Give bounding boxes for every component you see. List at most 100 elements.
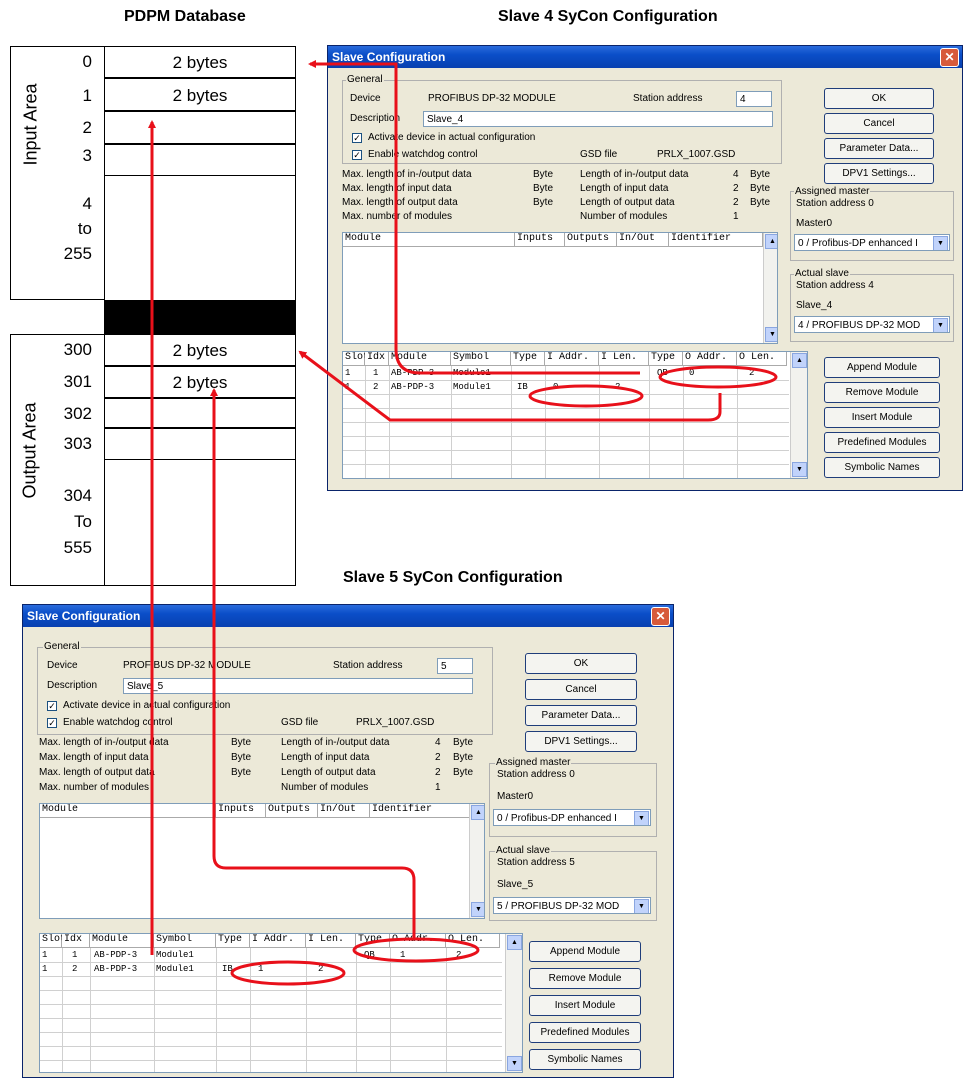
activate-label: Activate device in actual configuration	[368, 132, 536, 143]
col-header[interactable]: I Len.	[599, 352, 649, 366]
parameter-data-button[interactable]: Parameter Data...	[525, 705, 637, 726]
watchdog-label: Enable watchdog control	[368, 149, 478, 160]
col-header[interactable]: Type	[649, 352, 683, 366]
description-field[interactable]: Slave_5	[123, 678, 473, 694]
stat-unit: Byte	[750, 197, 771, 208]
symbolic-names-button[interactable]: Symbolic Names	[529, 1049, 641, 1070]
ok-button[interactable]: OK	[824, 88, 934, 109]
col-header[interactable]: O Len.	[446, 934, 500, 948]
remove-module-button[interactable]: Remove Module	[824, 382, 940, 403]
db-cell-1: 2 bytes	[104, 78, 296, 111]
scroll-down-icon[interactable]: ▼	[471, 902, 484, 917]
scroll-down-icon[interactable]: ▼	[507, 1056, 522, 1071]
col-header[interactable]: In/Out	[318, 804, 370, 818]
station-address-field[interactable]: 4	[736, 91, 772, 107]
activate-label: Activate device in actual configuration	[63, 700, 231, 711]
chevron-down-icon[interactable]: ▼	[933, 236, 948, 250]
scroll-down-icon[interactable]: ▼	[792, 462, 807, 477]
db-row-num-302: 302	[63, 404, 92, 423]
scroll-up-icon[interactable]: ▲	[507, 935, 522, 950]
col-header[interactable]: O Len.	[737, 352, 787, 366]
col-header[interactable]: Idx	[62, 934, 90, 948]
scrollbar[interactable]: ▲ ▼	[469, 804, 484, 918]
master-station: Station address 0	[796, 198, 874, 209]
stat-right: Number of modules	[580, 211, 668, 222]
col-header[interactable]: Type	[511, 352, 545, 366]
scroll-down-icon[interactable]: ▼	[765, 327, 777, 342]
col-header[interactable]: O Addr.	[683, 352, 737, 366]
col-header[interactable]: Outputs	[565, 233, 617, 247]
col-header[interactable]: Inputs	[515, 233, 565, 247]
cancel-button[interactable]: Cancel	[525, 679, 637, 700]
close-icon[interactable]: ✕	[651, 607, 670, 626]
module-table[interactable]: Module Inputs Outputs In/Out Identifier …	[342, 232, 778, 344]
col-header[interactable]: Slot	[343, 352, 369, 366]
col-header[interactable]: Identifier	[669, 233, 763, 247]
append-module-button[interactable]: Append Module	[529, 941, 641, 962]
col-header[interactable]: I Addr.	[545, 352, 599, 366]
module-table[interactable]: Module Inputs Outputs In/Out Identifier …	[39, 803, 485, 919]
stat-unit: Byte	[750, 169, 771, 180]
scrollbar[interactable]: ▲ ▼	[505, 934, 522, 1072]
col-header[interactable]: Idx	[365, 352, 389, 366]
insert-module-button[interactable]: Insert Module	[824, 407, 940, 428]
chevron-down-icon[interactable]: ▼	[634, 811, 649, 825]
remove-module-button[interactable]: Remove Module	[529, 968, 641, 989]
close-icon[interactable]: ✕	[940, 48, 959, 67]
predefined-modules-button[interactable]: Predefined Modules	[824, 432, 940, 453]
scroll-up-icon[interactable]: ▲	[792, 353, 807, 368]
col-header[interactable]: Slot	[40, 934, 66, 948]
db-cell-0: 2 bytes	[104, 46, 296, 78]
slave4-title: Slave Configuration	[332, 50, 446, 64]
scrollbar[interactable]: ▲ ▼	[763, 233, 777, 343]
slave-select[interactable]: 4 / PROFIBUS DP-32 MOD▼	[794, 316, 950, 333]
col-header[interactable]: Symbol	[154, 934, 216, 948]
col-header[interactable]: I Addr.	[250, 934, 306, 948]
cancel-button[interactable]: Cancel	[824, 113, 934, 134]
db-row-num-0: 0	[82, 52, 92, 71]
col-header[interactable]: I Len.	[306, 934, 356, 948]
col-header[interactable]: Module	[343, 233, 515, 247]
predefined-modules-button[interactable]: Predefined Modules	[529, 1022, 641, 1043]
master-select[interactable]: 0 / Profibus-DP enhanced I▼	[493, 809, 651, 826]
ok-button[interactable]: OK	[525, 653, 637, 674]
db-row-num-2: 2	[82, 118, 92, 137]
activate-checkbox[interactable]: ✓	[352, 133, 362, 143]
master-select-value: 0 / Profibus-DP enhanced I	[798, 238, 918, 249]
cell: 1	[72, 950, 78, 960]
slot-table[interactable]: Slot Idx Module Symbol Type I Addr. I Le…	[39, 933, 523, 1073]
stat-left: Max. number of modules	[39, 782, 150, 793]
chevron-down-icon[interactable]: ▼	[634, 899, 649, 913]
col-header[interactable]: In/Out	[617, 233, 669, 247]
description-field[interactable]: Slave_4	[423, 111, 773, 127]
dpv1-settings-button[interactable]: DPV1 Settings...	[824, 163, 934, 184]
col-header[interactable]: Module	[389, 352, 451, 366]
insert-module-button[interactable]: Insert Module	[529, 995, 641, 1016]
symbolic-names-button[interactable]: Symbolic Names	[824, 457, 940, 478]
col-header[interactable]: Symbol	[451, 352, 511, 366]
master-select[interactable]: 0 / Profibus-DP enhanced I ▼	[794, 234, 950, 251]
station-address-field[interactable]: 5	[437, 658, 473, 674]
watchdog-checkbox[interactable]: ✓	[47, 718, 57, 728]
db-separator	[104, 300, 296, 334]
append-module-button[interactable]: Append Module	[824, 357, 940, 378]
actual-slave-group	[489, 851, 657, 921]
activate-checkbox[interactable]: ✓	[47, 701, 57, 711]
stat-unit: Byte	[750, 183, 771, 194]
chevron-down-icon[interactable]: ▼	[933, 318, 948, 332]
description-label: Description	[350, 113, 401, 124]
col-header[interactable]: Inputs	[216, 804, 266, 818]
stat-unit: Byte	[231, 767, 252, 778]
parameter-data-button[interactable]: Parameter Data...	[824, 138, 934, 159]
gsd-label: GSD file	[281, 717, 319, 728]
scroll-up-icon[interactable]: ▲	[765, 234, 777, 249]
slave-select[interactable]: 5 / PROFIBUS DP-32 MOD▼	[493, 897, 651, 914]
col-header[interactable]: Type	[216, 934, 250, 948]
assigned-master-label: Assigned master	[794, 186, 871, 197]
scroll-up-icon[interactable]: ▲	[471, 805, 484, 820]
scrollbar[interactable]: ▲ ▼	[790, 352, 807, 478]
stat-unit: Byte	[533, 197, 554, 208]
col-header[interactable]: Outputs	[266, 804, 318, 818]
watchdog-checkbox[interactable]: ✓	[352, 150, 362, 160]
dpv1-settings-button[interactable]: DPV1 Settings...	[525, 731, 637, 752]
